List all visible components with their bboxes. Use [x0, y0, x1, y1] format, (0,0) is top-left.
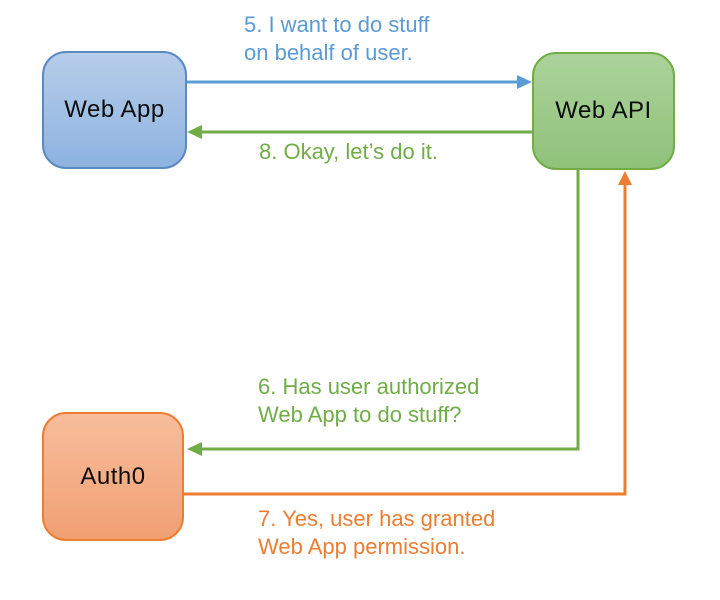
node-auth0-label: Auth0: [80, 462, 146, 490]
label-step6: 6. Has user authorized Web App to do stu…: [258, 373, 479, 429]
label-step7-line1: 7. Yes, user has granted: [258, 506, 496, 531]
node-web-app: Web App: [42, 51, 187, 169]
label-step7-line2: Web App permission.: [258, 534, 466, 559]
label-step5-line2: on behalf of user.: [244, 40, 413, 65]
arrow-step6-head-icon: [187, 442, 202, 456]
label-step5: 5. I want to do stuff on behalf of user.: [244, 11, 430, 67]
label-step8-line1: 8. Okay, let’s do it.: [259, 139, 438, 164]
label-step7: 7. Yes, user has granted Web App permiss…: [258, 505, 495, 561]
node-web-app-label: Web App: [64, 96, 165, 123]
node-web-api-label: Web API: [555, 97, 652, 124]
label-step8: 8. Okay, let’s do it.: [259, 138, 438, 166]
label-step6-line2: Web App to do stuff?: [258, 402, 462, 427]
label-step6-line1: 6. Has user authorized: [258, 374, 480, 399]
arrow-step7-line: [184, 185, 627, 496]
arrow-step5-head-icon: [517, 75, 532, 89]
arrow-step7-head-icon: [618, 171, 632, 185]
node-auth0: Auth0: [42, 412, 184, 541]
arrow-step8-head-icon: [187, 125, 202, 139]
label-step5-line1: 5. I want to do stuff: [244, 12, 430, 37]
node-web-api: Web API: [532, 52, 675, 170]
